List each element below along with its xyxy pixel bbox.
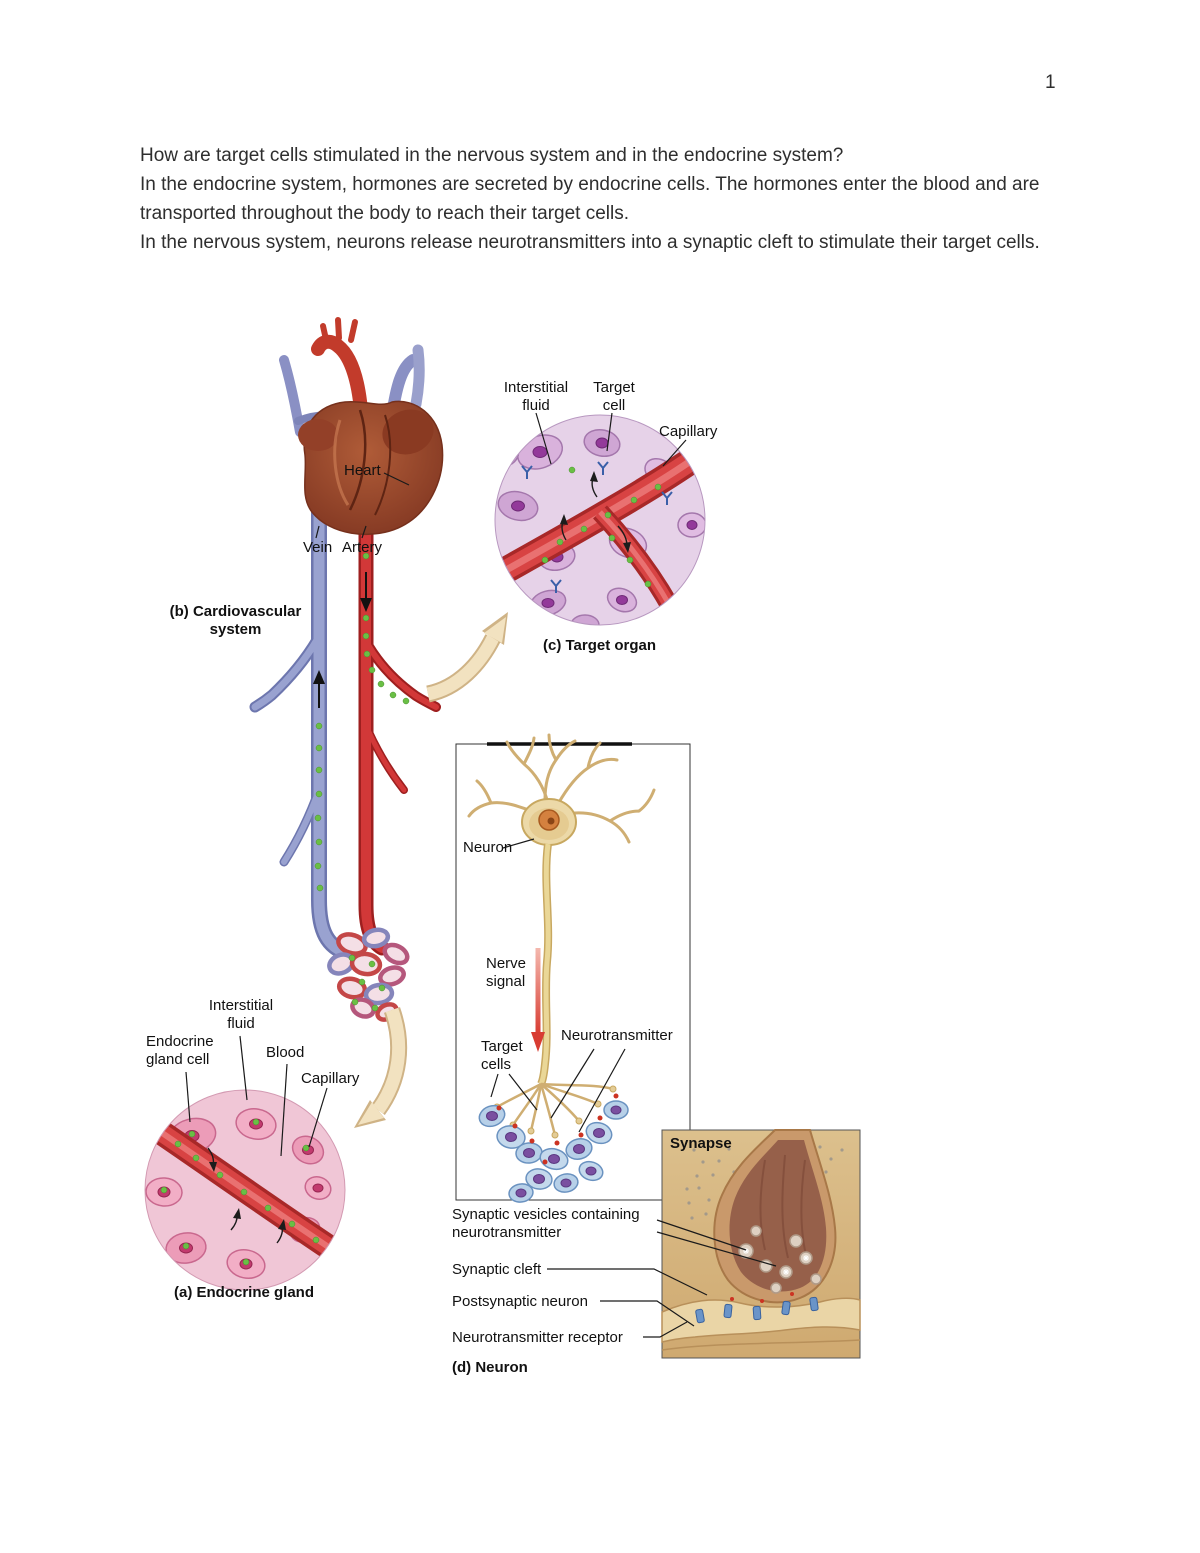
answer-nervous: In the nervous system, neurons release n… bbox=[140, 232, 1040, 253]
label-synapse: Synapse bbox=[670, 1135, 732, 1152]
nerve-signal-arrow bbox=[531, 948, 545, 1052]
label-blood: Blood bbox=[266, 1044, 305, 1061]
caption-neuron: (d) Neuron bbox=[452, 1359, 528, 1376]
label-neuron: Neuron bbox=[463, 839, 513, 856]
axon-terminals bbox=[496, 1082, 614, 1136]
endocrine-gland-inset bbox=[144, 1089, 346, 1291]
neuron-panel bbox=[455, 733, 691, 1203]
vein-vessel bbox=[249, 497, 355, 961]
pointer-lines bbox=[185, 412, 777, 1338]
flow-arrow-to-target-organ bbox=[425, 612, 508, 703]
artery-vessel bbox=[358, 512, 441, 956]
hormone-dots-endocrine bbox=[160, 1118, 320, 1266]
question-text: How are target cells stimulated in the n… bbox=[140, 145, 844, 166]
neurotransmitter-dots bbox=[496, 1093, 619, 1165]
blood-flow-arrows bbox=[313, 572, 372, 708]
label-capillary-top: Capillary bbox=[659, 423, 718, 440]
label-heart: Heart bbox=[344, 462, 381, 479]
secretion-arrows bbox=[207, 1147, 286, 1244]
label-target-cells: Target cells bbox=[481, 1038, 523, 1073]
label-interstitial-fluid-top: Interstitial fluid bbox=[503, 379, 569, 414]
postsynaptic-membrane bbox=[661, 1297, 861, 1343]
label-neurotransmitter: Neurotransmitter bbox=[561, 1027, 673, 1044]
synapse-inset bbox=[661, 1129, 861, 1359]
notes-text: How are target cells stimulated in the n… bbox=[140, 141, 1060, 257]
flow-arrow-to-endocrine-gland bbox=[354, 1007, 408, 1128]
page-number: 1 bbox=[1045, 72, 1056, 93]
caption-target-organ: (c) Target organ bbox=[543, 637, 657, 654]
label-capillary-bottom: Capillary bbox=[301, 1070, 360, 1087]
label-synaptic-cleft: Synaptic cleft bbox=[452, 1261, 542, 1278]
label-endocrine-gland-cell: Endocrine gland cell bbox=[146, 1033, 214, 1068]
caption-cardiovascular-system: (b) Cardiovascular system bbox=[169, 603, 302, 638]
neuron-illustration bbox=[467, 733, 656, 844]
label-target-cell: Target cell bbox=[593, 379, 635, 414]
label-artery: Artery bbox=[342, 539, 383, 556]
heart-illustration bbox=[298, 400, 444, 535]
receptor-studs bbox=[695, 1296, 819, 1324]
hormone-dots-target-organ bbox=[541, 466, 662, 588]
capillary-bed bbox=[327, 927, 410, 1022]
label-synaptic-vesicles: Synaptic vesicles containing neurotransm… bbox=[452, 1206, 640, 1241]
label-vein: Vein bbox=[303, 539, 333, 556]
label-nerve-signal: Nerve signal bbox=[486, 955, 527, 990]
target-organ-inset bbox=[494, 414, 706, 626]
speck-particles bbox=[685, 1145, 844, 1220]
hormone-dots-vessels bbox=[314, 552, 410, 1012]
caption-endocrine-gland: (a) Endocrine gland bbox=[174, 1284, 315, 1301]
label-postsynaptic-neuron: Postsynaptic neuron bbox=[452, 1293, 588, 1310]
diffusion-arrows bbox=[560, 471, 631, 553]
synaptic-terminal-bulb bbox=[713, 1129, 837, 1304]
label-neurotransmitter-receptor: Neurotransmitter receptor bbox=[452, 1329, 623, 1346]
answer-endocrine: In the endocrine system, hormones are se… bbox=[140, 174, 1040, 224]
label-interstitial-fluid-bottom: Interstitial fluid bbox=[208, 997, 274, 1032]
